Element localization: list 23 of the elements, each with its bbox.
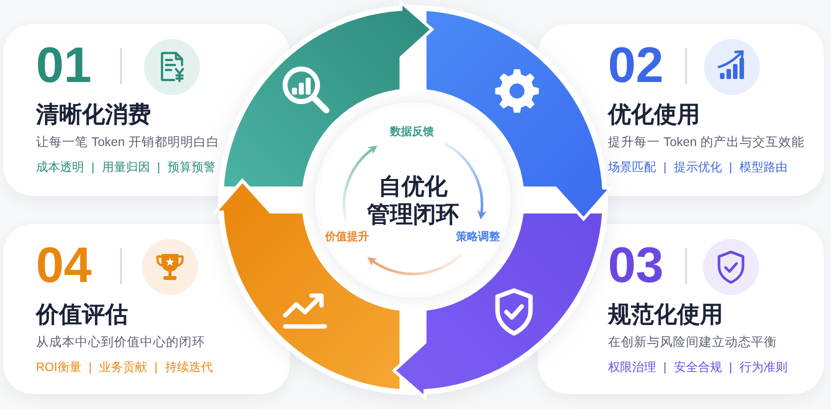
card-description: 让每一笔 Token 开销都明明白白 — [36, 134, 220, 151]
card-title: 优化使用 — [608, 100, 700, 128]
step-number: 03 — [608, 240, 664, 290]
step-number: 04 — [36, 240, 92, 290]
keyword-tags: 成本透明 | 用量归因 | 预算预警 — [36, 159, 216, 175]
cycle-step-label: 策略调整 — [456, 230, 500, 244]
step-number: 01 — [36, 40, 92, 90]
keyword-tags: ROI衡量 | 业务贡献 | 持续迭代 — [36, 359, 213, 375]
cycle-step-label: 数据反馈 — [390, 125, 434, 139]
card-title: 价值评估 — [36, 300, 128, 328]
card-title: 规范化使用 — [608, 300, 723, 328]
keyword-tags: 权限治理 | 安全合规 | 行为准则 — [608, 359, 788, 375]
card-description: 从成本中心到价值中心的闭环 — [36, 334, 205, 351]
cycle-arrow — [367, 252, 463, 276]
cycle-step-label: 价值提升 — [325, 230, 369, 244]
cycle-arrow — [342, 145, 378, 220]
cycle-arrow — [444, 142, 486, 220]
card-title: 清晰化消费 — [36, 100, 151, 128]
keyword-tags: 场景匹配 | 提示优化 | 模型路由 — [608, 159, 788, 175]
card-description: 在创新与风险间建立动态平衡 — [608, 334, 777, 351]
card-description: 提升每一 Token 的产出与交互效能 — [608, 134, 804, 151]
center-title: 自优化管理闭环 — [366, 172, 460, 228]
step-number: 02 — [608, 40, 664, 90]
